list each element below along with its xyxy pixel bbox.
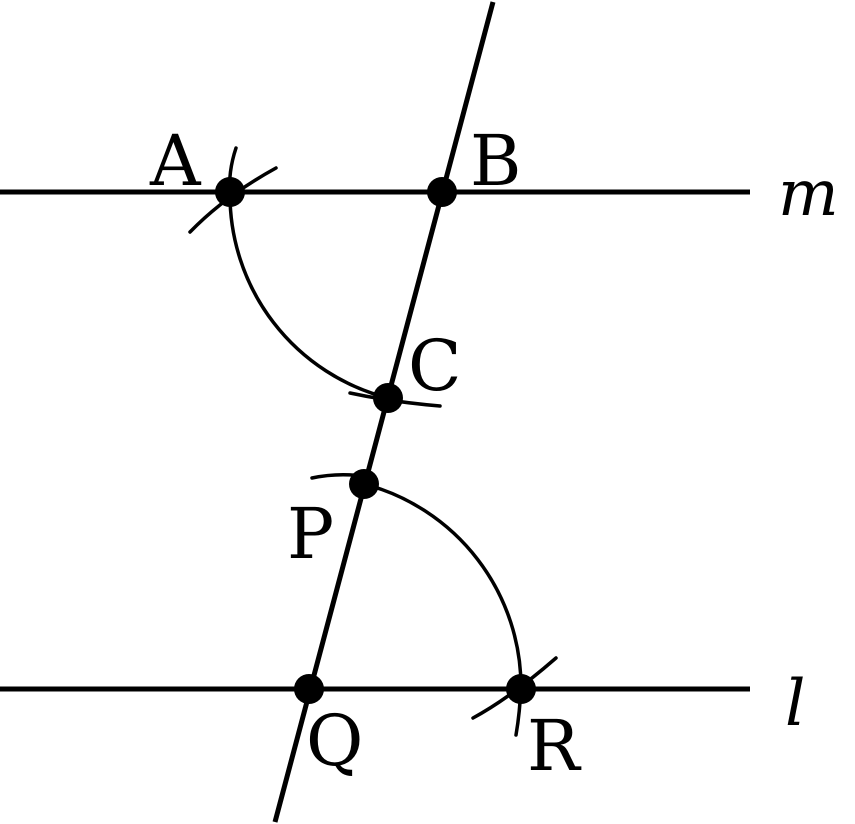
arc-a-to-c — [228, 190, 390, 400]
point-p — [349, 469, 379, 499]
label-r: R — [527, 705, 582, 787]
arc-p-to-r — [362, 482, 523, 691]
point-r — [506, 674, 536, 704]
point-q — [294, 674, 324, 704]
label-p: P — [287, 493, 334, 575]
label-a: A — [149, 120, 202, 202]
label-q: Q — [306, 700, 363, 782]
point-c — [373, 383, 403, 413]
label-line-m: m — [778, 157, 839, 231]
label-line-l: l — [785, 667, 805, 741]
point-b — [427, 177, 457, 207]
point-a — [215, 177, 245, 207]
label-c: C — [408, 325, 462, 407]
label-b: B — [470, 120, 521, 202]
